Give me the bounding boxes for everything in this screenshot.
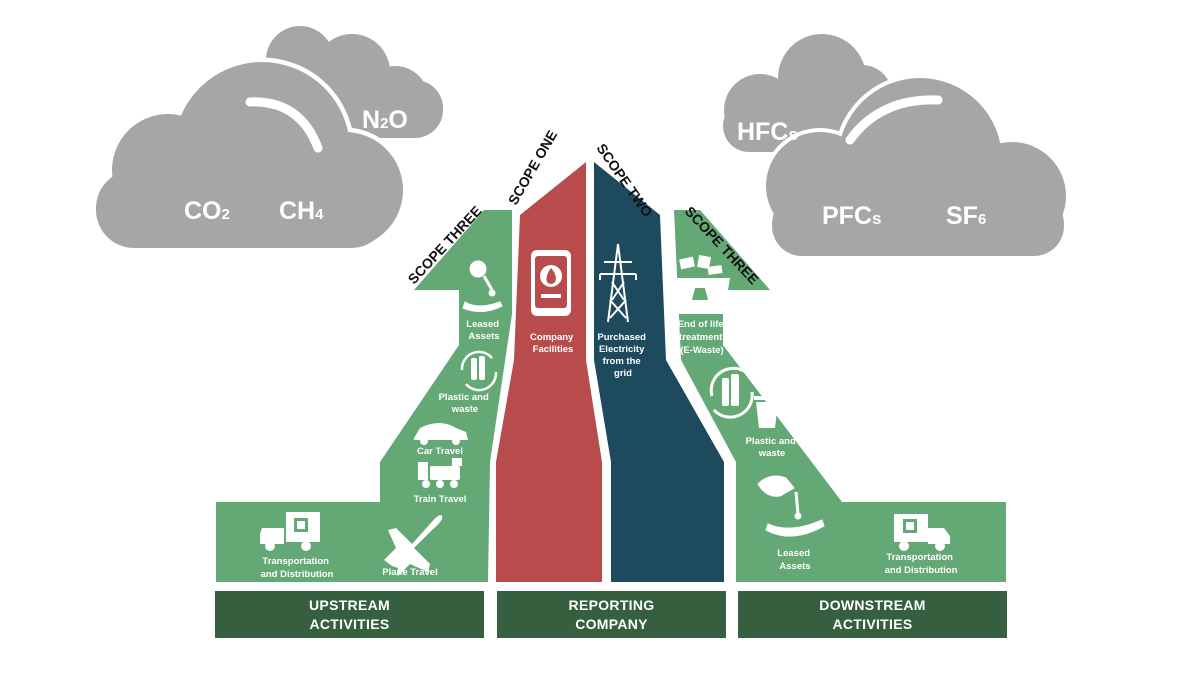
transport-upstream-label: Transportation and Distribution xyxy=(261,556,334,580)
truck-upstream-icon xyxy=(260,512,320,551)
end-of-life-label: End of life treatment (E-Waste) xyxy=(678,319,727,356)
leased-assets-downstream-icon xyxy=(757,475,825,537)
pfcs-label: PFCs xyxy=(822,202,881,230)
upstream-box-line1: UPSTREAM xyxy=(309,596,390,613)
trash-can-icon xyxy=(754,392,780,428)
plastic-waste-downstream-label: Plastic and waste xyxy=(746,436,799,459)
scope-three-upstream-arrow-shape xyxy=(216,210,512,582)
right-cloud-group: HFCs PFCs SF6 xyxy=(723,34,1070,260)
reporting-box-line2: COMPANY xyxy=(575,615,648,632)
hfcs-label: HFCs xyxy=(737,118,798,146)
train-icon xyxy=(418,458,462,488)
upstream-box-line2: ACTIVITIES xyxy=(309,615,390,632)
cloud-large-right xyxy=(766,78,1066,256)
truck-downstream-icon xyxy=(894,514,950,551)
scope-three-downstream-arrow xyxy=(674,210,1006,582)
leased-assets-downstream-label: Leased Assets xyxy=(777,548,812,572)
downstream-activities-box: DOWNSTREAM ACTIVITIES xyxy=(738,591,1007,638)
downstream-box-line1: DOWNSTREAM xyxy=(819,596,926,613)
transport-downstream-label: Transportation and Distribution xyxy=(885,552,958,576)
ch4-label: CH4 xyxy=(279,197,324,225)
e-waste-bin-icon xyxy=(672,255,730,314)
plastic-waste-upstream-icon xyxy=(460,350,498,392)
leased-assets-upstream-label: Leased Assets xyxy=(466,319,501,342)
downstream-box-line2: ACTIVITIES xyxy=(832,615,913,632)
power-pylon-icon xyxy=(599,243,637,323)
left-cloud-group: CO2 CH4 N2O xyxy=(91,26,443,253)
reporting-company-box: REPORTING COMPANY xyxy=(497,591,726,638)
co2-label: CO2 xyxy=(184,197,230,225)
company-facilities-icon xyxy=(531,250,571,316)
n2o-label: N2O xyxy=(362,106,408,134)
sf6-label: SF6 xyxy=(946,202,986,230)
purchased-electricity-label: Purchased Electricity from the grid xyxy=(597,332,648,379)
plastic-waste-upstream-label: Plastic and waste xyxy=(439,392,492,415)
scope-one-arrow xyxy=(496,162,602,582)
reporting-box-line1: REPORTING xyxy=(568,596,655,613)
car-travel-label: Car Travel xyxy=(417,446,463,457)
cloud-highlight-left xyxy=(245,97,323,153)
scope-two-arrow xyxy=(594,162,724,582)
plastic-waste-downstream-icon xyxy=(709,366,754,419)
cloud-highlight-right xyxy=(845,95,943,145)
company-facilities-label: Company Facilities xyxy=(530,332,576,355)
train-travel-label: Train Travel xyxy=(414,494,467,505)
plane-icon xyxy=(384,515,443,576)
upstream-activities-box: UPSTREAM ACTIVITIES xyxy=(215,591,484,638)
leased-assets-upstream-icon xyxy=(462,260,503,312)
plane-travel-label: Plane Travel xyxy=(382,567,437,578)
car-icon xyxy=(414,423,468,445)
